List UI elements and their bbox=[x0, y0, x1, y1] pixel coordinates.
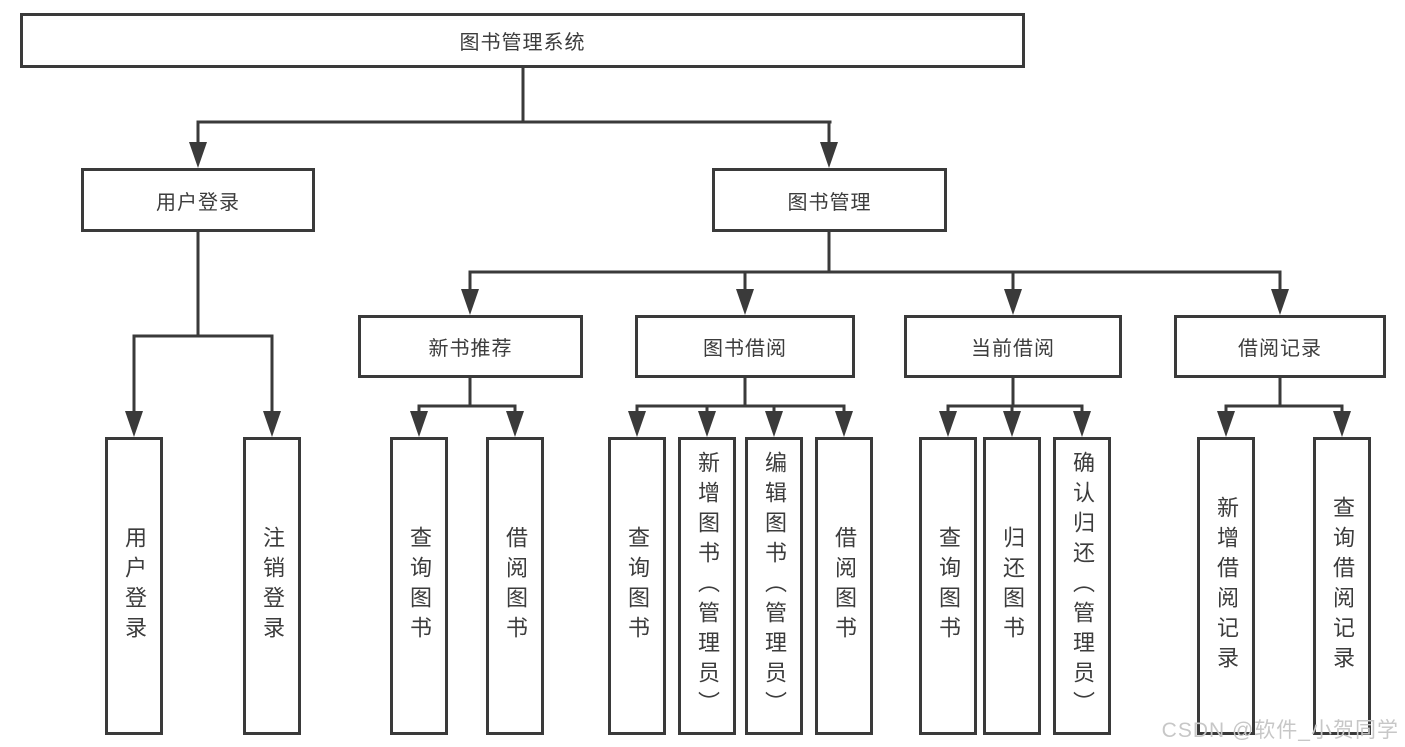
leaf-add-borrow-record-label: 新增借阅记录 bbox=[1214, 496, 1239, 676]
leaf-add-book-admin: 新增图书（管理员） bbox=[678, 437, 736, 735]
leaf-return-books: 归还图书 bbox=[983, 437, 1041, 735]
leaf-borrow-books-recommend: 借阅图书 bbox=[486, 437, 544, 735]
leaf-query-books-recommend-label: 查询图书 bbox=[407, 526, 432, 646]
leaf-logout-label: 注销登录 bbox=[260, 526, 285, 646]
node-new-book-recommendation: 新书推荐 bbox=[358, 315, 583, 378]
leaf-query-borrow-record: 查询借阅记录 bbox=[1313, 437, 1371, 735]
leaf-confirm-return-admin-label: 确认归还（管理员） bbox=[1070, 451, 1095, 721]
leaf-confirm-return-admin: 确认归还（管理员） bbox=[1053, 437, 1111, 735]
leaf-edit-book-admin: 编辑图书（管理员） bbox=[745, 437, 803, 735]
leaf-query-books-current-label: 查询图书 bbox=[936, 526, 961, 646]
leaf-borrow-books-label: 借阅图书 bbox=[832, 526, 857, 646]
node-book-borrowing: 图书借阅 bbox=[635, 315, 855, 378]
leaf-user-login-label: 用户登录 bbox=[122, 526, 147, 646]
leaf-query-books-borrow: 查询图书 bbox=[608, 437, 666, 735]
node-borrowing-records: 借阅记录 bbox=[1174, 315, 1386, 378]
leaf-add-book-admin-label: 新增图书（管理员） bbox=[695, 451, 720, 721]
leaf-edit-book-admin-label: 编辑图书（管理员） bbox=[762, 451, 787, 721]
leaf-borrow-books: 借阅图书 bbox=[815, 437, 873, 735]
leaf-add-borrow-record: 新增借阅记录 bbox=[1197, 437, 1255, 735]
leaf-query-books-recommend: 查询图书 bbox=[390, 437, 448, 735]
leaf-query-books-borrow-label: 查询图书 bbox=[625, 526, 650, 646]
node-user-login: 用户登录 bbox=[81, 168, 315, 232]
node-book-management: 图书管理 bbox=[712, 168, 947, 232]
node-library-management-system: 图书管理系统 bbox=[20, 13, 1025, 68]
leaf-logout: 注销登录 bbox=[243, 437, 301, 735]
leaf-return-books-label: 归还图书 bbox=[1000, 526, 1025, 646]
node-current-borrowing: 当前借阅 bbox=[904, 315, 1122, 378]
leaf-query-books-current: 查询图书 bbox=[919, 437, 977, 735]
leaf-borrow-books-recommend-label: 借阅图书 bbox=[503, 526, 528, 646]
leaf-query-borrow-record-label: 查询借阅记录 bbox=[1330, 496, 1355, 676]
leaf-user-login: 用户登录 bbox=[105, 437, 163, 735]
